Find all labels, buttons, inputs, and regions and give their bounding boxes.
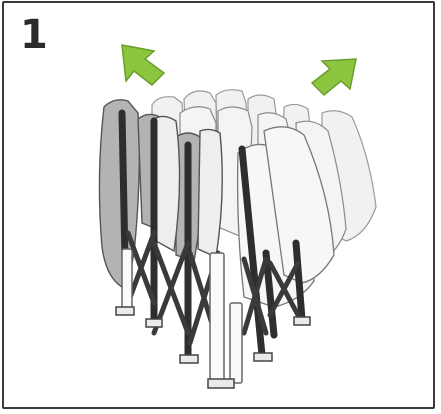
arrow-up-right-icon — [312, 59, 356, 95]
arrow-up-left-icon — [122, 45, 164, 85]
instruction-panel: 1 — [2, 1, 435, 409]
folded-canopy-illustration — [4, 3, 437, 411]
